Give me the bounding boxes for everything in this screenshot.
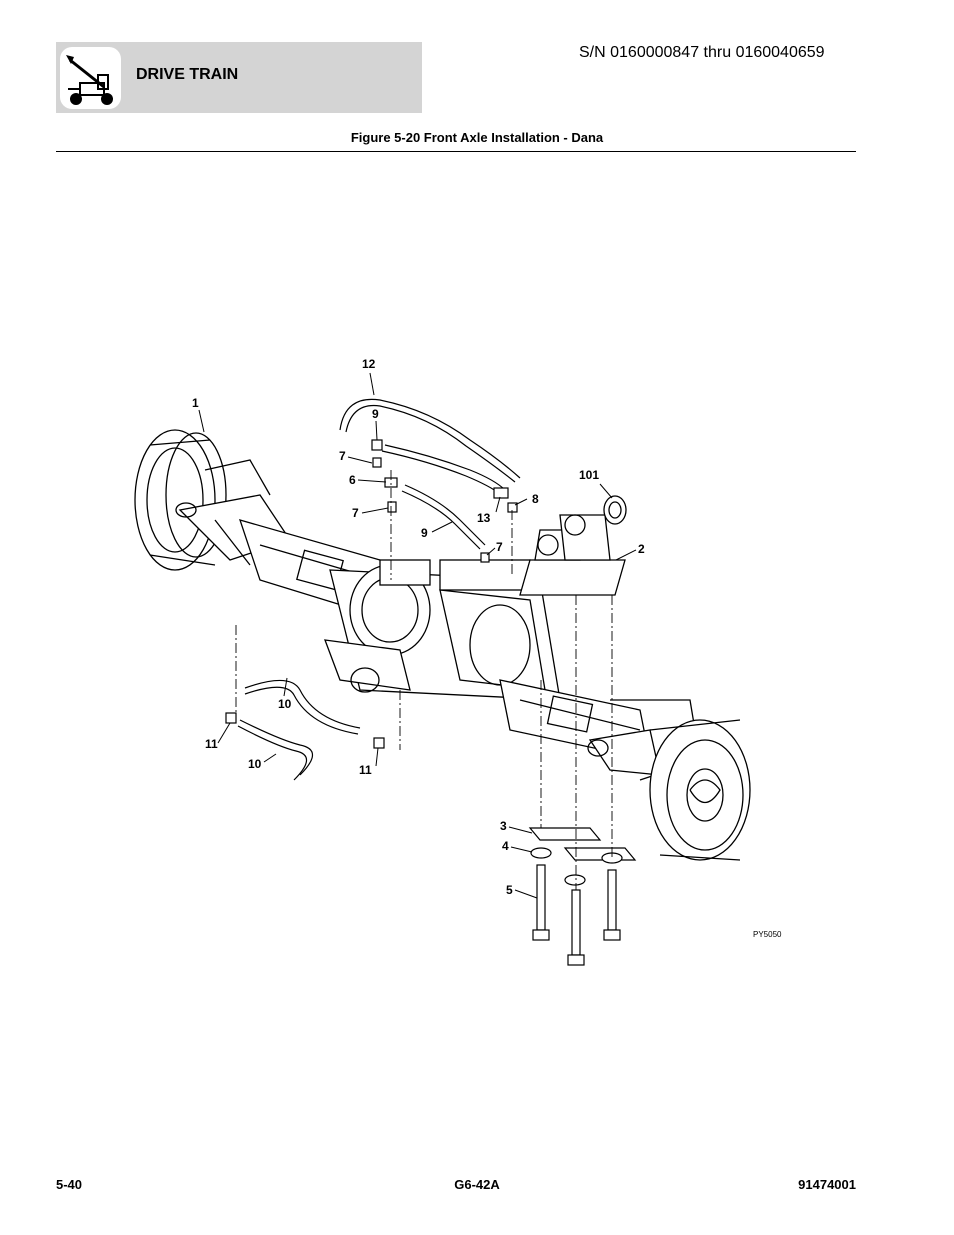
figure-title: Figure 5-20 Front Axle Installation - Da… <box>350 130 604 145</box>
callout-10-lower: 10 <box>248 757 262 771</box>
axle-assembly <box>134 429 751 861</box>
callout-12: 12 <box>362 357 376 371</box>
callouts: 1 2 3 4 5 6 7 7 7 8 9 9 10 10 11 11 12 1… <box>192 357 782 939</box>
telehandler-icon <box>60 47 121 109</box>
callout-6: 6 <box>349 473 356 487</box>
header-divider <box>56 151 856 152</box>
callout-101: 101 <box>579 468 599 482</box>
callout-4: 4 <box>502 839 509 853</box>
serial-range: S/N 0160000847 thru 0160040659 <box>579 44 825 61</box>
callout-7-upper: 7 <box>339 449 346 463</box>
callout-9-lower: 9 <box>421 526 428 540</box>
alignment-lines <box>235 470 613 890</box>
callout-1: 1 <box>192 396 199 410</box>
callout-11-left: 11 <box>205 737 218 751</box>
document-number: 91474001 <box>798 1177 856 1192</box>
model-number: G6-42A <box>454 1177 500 1192</box>
callout-10-upper: 10 <box>278 697 292 711</box>
leader-lines <box>198 372 637 899</box>
callout-3: 3 <box>500 819 507 833</box>
section-header: DRIVE TRAIN <box>56 42 422 113</box>
image-code: PY5050 <box>753 930 782 939</box>
callout-11-right: 11 <box>359 763 372 777</box>
callout-8: 8 <box>532 492 539 506</box>
mount-hardware <box>528 827 637 966</box>
callout-7-lower: 7 <box>496 540 503 554</box>
callout-5: 5 <box>506 883 513 897</box>
hoses <box>237 398 521 781</box>
callout-7-middle: 7 <box>352 506 359 520</box>
page-number: 5-40 <box>56 1177 83 1192</box>
callout-13: 13 <box>477 511 491 525</box>
callout-2: 2 <box>638 542 645 556</box>
callout-9-upper: 9 <box>372 407 379 421</box>
fittings <box>225 439 518 749</box>
section-title: DRIVE TRAIN <box>136 66 239 83</box>
